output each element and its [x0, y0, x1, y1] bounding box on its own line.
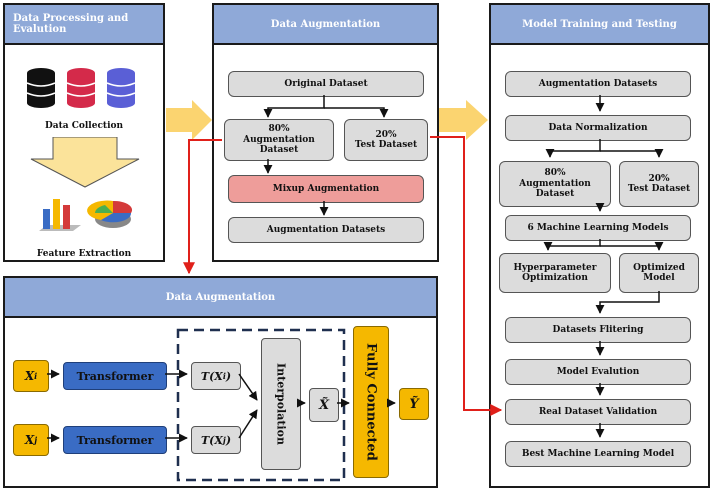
test-dataset-box: 20% Test Dataset: [619, 161, 699, 207]
data-collection-label: Data Collection: [44, 121, 124, 131]
aug-label: Augmentation Dataset: [243, 134, 315, 156]
transformer-box-1: Transformer: [63, 362, 167, 390]
panel-data-processing: Data Processing and Evalution Data Colle…: [3, 3, 165, 262]
transformer-box-2: Transformer: [63, 426, 167, 454]
panel-model-training: Model Training and Testing Augmentation …: [489, 3, 710, 488]
augmentation-dataset-box: 80% Augmentation Dataset: [224, 119, 334, 161]
aug-label: Augmentation Dataset: [519, 178, 591, 200]
datasets-filtering-box: Datasets Flitering: [505, 317, 691, 343]
chart-icons: [39, 199, 133, 231]
test-pct: 20%: [375, 129, 397, 140]
fully-connected-box: Fully Connected: [353, 326, 389, 478]
panel-title: Model Training and Testing: [491, 5, 708, 45]
optimized-model-box: Optimized Model: [619, 253, 699, 293]
output-y-tilde: Ỹ: [399, 388, 429, 420]
xi-sub: i: [34, 371, 38, 381]
hyper-line-1: Hyperparameter: [513, 262, 597, 273]
best-model-box: Best Machine Learning Model: [505, 441, 691, 467]
t-suffix: ): [225, 369, 232, 383]
bar-chart-icon: [39, 199, 81, 231]
interpolation-label: Interpolation: [274, 363, 288, 445]
panel-title: Data Augmentation: [5, 278, 436, 318]
hyperparameter-optimization-box: Hyperparameter Optimization: [499, 253, 611, 293]
original-dataset-box: Original Dataset: [228, 71, 424, 97]
augmentation-datasets-box: Augmentation Datasets: [505, 71, 691, 97]
opt-line-2: Model: [643, 273, 675, 283]
augmentation-datasets-box: Augmentation Datasets: [228, 217, 424, 243]
test-label: Test Dataset: [627, 184, 691, 194]
panel-title: Data Processing and Evalution: [5, 5, 163, 45]
interpolation-box: Interpolation: [261, 338, 301, 470]
data-normalization-box: Data Normalization: [505, 115, 691, 141]
test-dataset-box: 20% Test Dataset: [344, 119, 428, 161]
test-label: Test Dataset: [354, 140, 418, 150]
augmentation-dataset-box: 80% Augmentation Dataset: [499, 161, 611, 207]
ml-models-box: 6 Machine Learning Models: [505, 215, 691, 241]
xj-var: X: [24, 433, 35, 447]
feature-extraction-label: Feature Extraction: [36, 249, 132, 259]
real-dataset-validation-box: Real Dataset Validation: [505, 399, 691, 425]
t-suffix: ): [225, 433, 232, 447]
pie-chart-icon: [87, 200, 133, 228]
xi-var: X: [24, 369, 35, 383]
x-tilde-box: X̃: [309, 388, 339, 422]
xj-sub: j: [34, 435, 38, 445]
test-pct: 20%: [648, 173, 670, 184]
flow-arrow-2: [439, 100, 488, 140]
t-prefix: T(: [200, 433, 215, 447]
t-var: X: [214, 369, 223, 383]
aug-pct: 80%: [268, 124, 290, 135]
flow-arrow-1: [166, 100, 212, 140]
hyper-line-2: Optimization: [522, 273, 588, 283]
t-prefix: T(: [200, 369, 215, 383]
mixup-augmentation-box: Mixup Augmentation: [228, 175, 424, 203]
panel-title: Data Augmentation: [214, 5, 437, 45]
down-arrow-icon: [30, 137, 140, 188]
database-icon-black: [26, 68, 56, 108]
model-evaluation-box: Model Evalution: [505, 359, 691, 385]
t-var: X: [214, 433, 223, 447]
fully-connected-label: Fully Connected: [363, 343, 379, 461]
database-icon-blue: [106, 68, 136, 108]
database-icons: [26, 68, 136, 108]
panel-data-augmentation-top: Data Augmentation Original Dataset 80% A…: [212, 3, 439, 262]
aug-pct: 80%: [544, 168, 566, 179]
opt-line-1: Optimized: [633, 262, 685, 273]
database-icon-red: [66, 68, 96, 108]
